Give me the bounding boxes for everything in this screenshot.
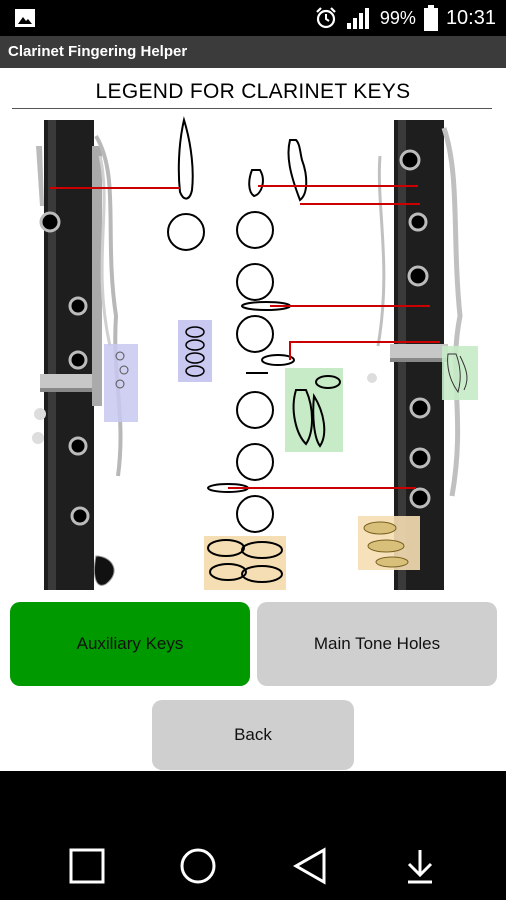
key-symbol-legend: [167, 116, 343, 590]
heading-divider: [12, 108, 492, 109]
ab-key-symbol: [287, 139, 308, 202]
trill-keys-highlight: [178, 320, 212, 382]
app-title-bar: Clarinet Fingering Helper: [0, 36, 506, 68]
legend-screen: LEGEND FOR CLARINET KEYS: [0, 68, 506, 771]
right-clarinet-image: [358, 120, 478, 590]
status-time: 10:31: [445, 6, 496, 29]
back-triangle-icon[interactable]: [290, 846, 330, 886]
left-clarinet-image: [32, 120, 138, 590]
recents-square-icon[interactable]: [67, 846, 107, 886]
tone-hole-6: [236, 495, 274, 533]
alarm-icon: [316, 7, 336, 29]
battery-icon: [423, 5, 438, 31]
navigation-bar: [0, 771, 506, 900]
image-icon: [15, 9, 35, 27]
divider-mark: [246, 372, 268, 374]
clarinet-key-legend-diagram: [32, 116, 478, 590]
tone-hole-1: [236, 211, 274, 249]
main-tone-holes-button[interactable]: Main Tone Holes: [257, 602, 497, 686]
auxiliary-keys-button[interactable]: Auxiliary Keys: [10, 602, 250, 686]
a-key-symbol: [248, 169, 264, 198]
legend-heading: LEGEND FOR CLARINET KEYS: [95, 80, 411, 103]
signal-icon: [346, 8, 369, 29]
back-button[interactable]: Back: [152, 700, 354, 770]
download-arrow-icon[interactable]: [400, 846, 440, 886]
register-key-symbol: [177, 116, 194, 200]
battery-percent: 99%: [379, 7, 416, 28]
register-key-highlight-left: [104, 344, 138, 422]
status-bar: 99% 10:31: [0, 0, 506, 36]
sliver-key-symbol: [261, 354, 295, 366]
tone-hole-2: [236, 263, 274, 301]
status-icons: 99% 10:31: [314, 0, 496, 36]
tone-hole-4: [236, 391, 274, 429]
connector-lines: [50, 185, 440, 489]
tone-hole-5: [236, 443, 274, 481]
thumb-hole-symbol: [167, 213, 205, 251]
app-title: Clarinet Fingering Helper: [8, 43, 188, 60]
home-circle-icon[interactable]: [178, 846, 218, 886]
tone-hole-3: [236, 315, 274, 353]
